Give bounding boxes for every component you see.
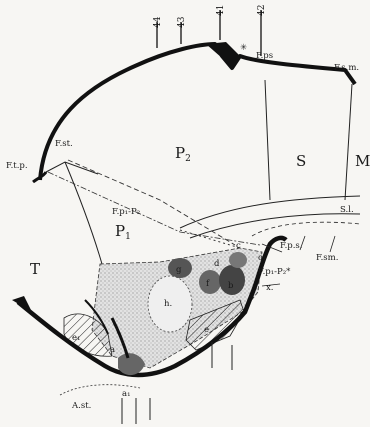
label-fsm-top: F.s.m. xyxy=(334,63,359,73)
marker-42: 42 xyxy=(257,5,267,16)
label-c: c xyxy=(236,241,241,251)
spot-d xyxy=(229,252,247,268)
cross-line xyxy=(180,230,240,248)
label-d: d xyxy=(214,259,220,269)
label-b: b xyxy=(228,281,234,291)
line-fsm xyxy=(345,84,352,200)
label-fst: F.st. xyxy=(55,139,73,149)
label-ftp: F.t.p. xyxy=(6,161,28,171)
label-x: x. xyxy=(266,283,274,293)
line-p1-left xyxy=(65,162,102,264)
marker-41: 41 xyxy=(216,5,226,16)
label-h: h. xyxy=(164,299,172,309)
label-a: a xyxy=(110,345,115,355)
marker-44: 44 xyxy=(153,16,163,28)
line-fps xyxy=(265,80,270,200)
sl-lower xyxy=(190,214,360,238)
line-fpr2 xyxy=(48,172,260,245)
label-fp1-p2-star: F.p₁-P₂* xyxy=(258,267,291,277)
line-fst xyxy=(46,162,98,174)
label-region-m: M xyxy=(355,152,370,170)
label-c1: c₁ xyxy=(258,253,266,263)
label-region-p1: P1 xyxy=(115,222,131,242)
marker-43: 43 xyxy=(177,16,187,28)
label-a-st: A.st. xyxy=(71,401,91,411)
sl-upper xyxy=(180,196,360,228)
ptr-fsm xyxy=(330,236,335,252)
label-region-t: T xyxy=(30,260,40,278)
label-region-s: S xyxy=(296,152,306,170)
lower-left-blob xyxy=(12,296,32,312)
label-a1: a₁ xyxy=(122,389,130,399)
sl-dashed xyxy=(252,222,360,236)
label-e: e xyxy=(204,325,209,335)
label-fsm-low: F.sm. xyxy=(316,253,338,263)
label-e1: e₁ xyxy=(72,333,80,343)
label-fps-top: F.ps xyxy=(256,51,273,61)
label-fps-low: F.p.s. xyxy=(280,241,302,251)
label-region-p2: P2 xyxy=(175,144,191,164)
label-fpr-p2: F.p₁-P₂ xyxy=(112,207,140,217)
label-sl: S.l. xyxy=(340,205,354,215)
label-g: g xyxy=(176,265,182,275)
star-marker: ✳ xyxy=(240,43,248,53)
outer-contour-upper xyxy=(40,44,355,180)
line-fpr xyxy=(68,160,235,245)
spot-f xyxy=(199,270,221,294)
